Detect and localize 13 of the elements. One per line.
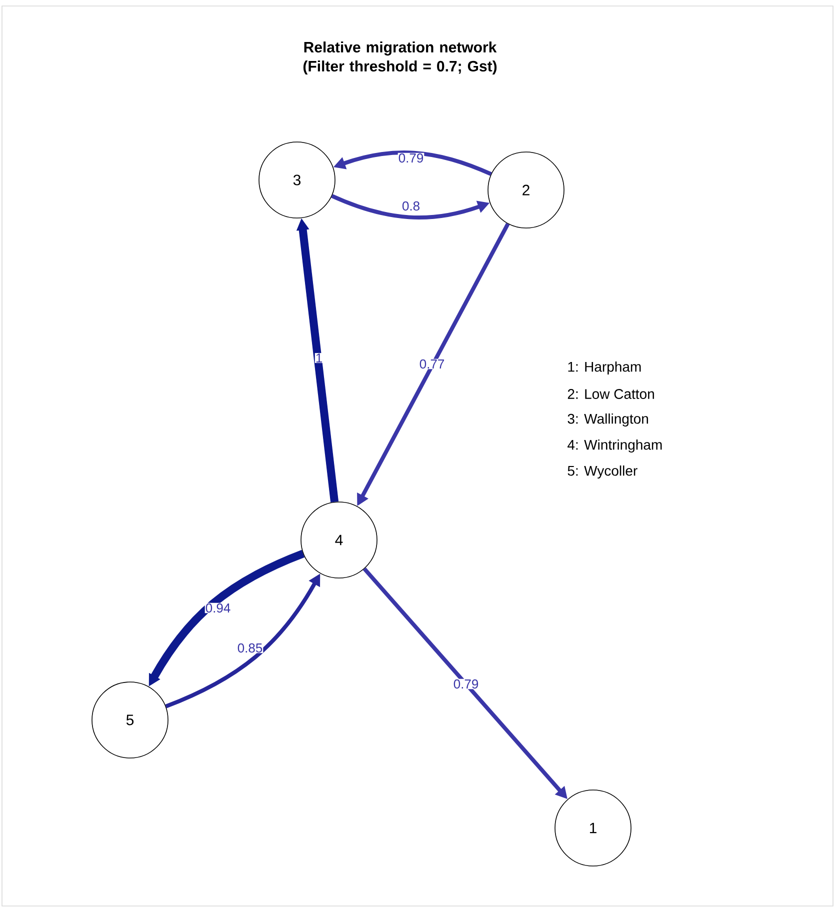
edge-label: 0.8 — [402, 201, 420, 211]
chart-title: Relative migration network (Filter threshold = 0.7; Gst) — [303, 42, 497, 74]
edge-label: 0.79 — [454, 679, 478, 689]
legend-entry: 2: Low Catton — [568, 389, 654, 399]
edge-label: 0.79 — [398, 153, 424, 163]
edge-label: 1 — [316, 354, 322, 362]
legend-entry: 3: Wallington — [568, 413, 648, 427]
edge-label: 0.85 — [238, 643, 262, 653]
legend-entry: 1: Harpham — [568, 361, 641, 375]
legend-entry: 5: Wycoller — [568, 465, 638, 479]
edge-label: 0.77 — [420, 359, 444, 369]
edge-label: 0.94 — [206, 603, 230, 613]
legend-entry: 4: Wintringham — [568, 439, 662, 453]
